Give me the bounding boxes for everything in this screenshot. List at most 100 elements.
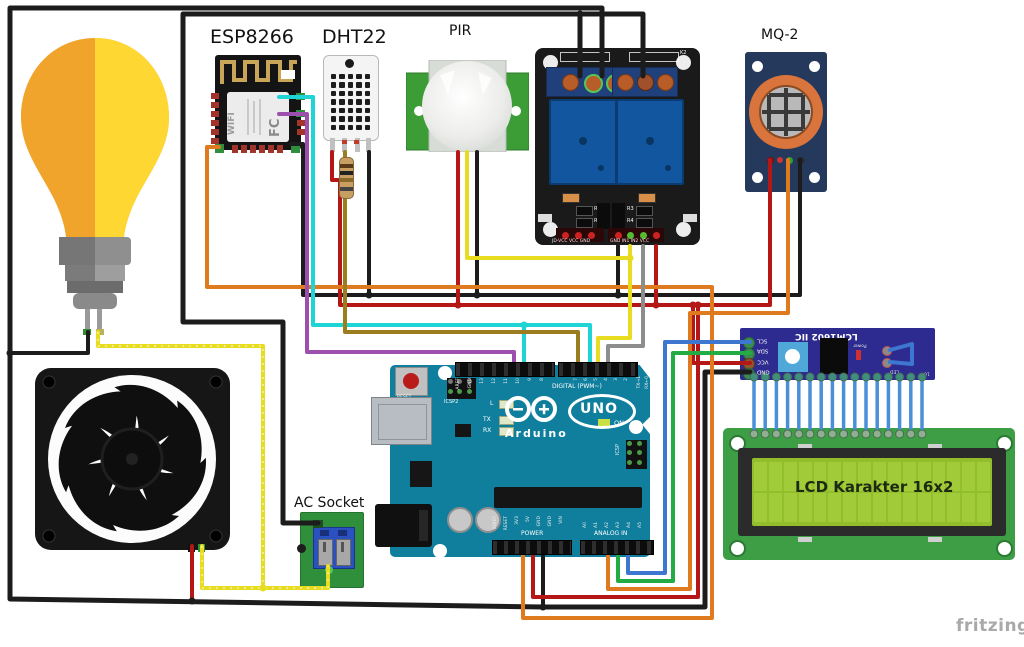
- lcm-pin-label: VCC: [757, 358, 769, 365]
- lcd-cell: [977, 493, 990, 522]
- relay-diode: [576, 206, 593, 216]
- lcd-cell: [962, 493, 976, 522]
- digital-pin-label: 4: [604, 378, 609, 381]
- wire-junction: [365, 291, 373, 299]
- digital-pin-label: 11: [504, 378, 509, 384]
- relay-module[interactable]: K2 R2 R1 R3 R4: [535, 48, 700, 245]
- lcd-cell: [902, 462, 916, 491]
- dht22-vent-hole: [364, 116, 370, 122]
- relay-left-header-label: JD-VCC VCC GND: [552, 239, 591, 244]
- analog-pin-label: A0: [583, 522, 588, 528]
- dht22-vent-hole: [364, 82, 370, 88]
- power-pin-label: IOREF: [493, 516, 498, 530]
- digital-pin-label: 7: [574, 378, 579, 381]
- analog-pin-label: A2: [605, 522, 610, 528]
- lcd-cell: [947, 462, 961, 491]
- usb-connector: [371, 397, 432, 445]
- mount-hole: [752, 61, 763, 72]
- power-header[interactable]: [492, 540, 572, 555]
- esp8266-module[interactable]: WIFI FC: [211, 55, 306, 155]
- digital-pin-label: 9: [528, 378, 533, 381]
- lcd-cell: [873, 493, 886, 522]
- lcd-cell: [828, 493, 842, 522]
- relay-bracket: [560, 52, 610, 62]
- light-bulb-graphic: [21, 38, 169, 335]
- lcd-tab: [798, 537, 812, 542]
- capacitor: [447, 507, 473, 533]
- wire-relay-in2[interactable]: [606, 244, 645, 368]
- wire-junction: [689, 301, 697, 309]
- wire-junction: [539, 603, 547, 611]
- relay-in2-pad: [683, 214, 697, 222]
- lcd-tab: [928, 444, 942, 449]
- light-bulb[interactable]: [15, 35, 175, 335]
- fan[interactable]: [35, 368, 230, 554]
- lcd-cell: [768, 462, 782, 491]
- lcd-cell: [947, 493, 961, 522]
- reset-button[interactable]: [395, 367, 428, 396]
- wire-junction: [454, 301, 462, 309]
- ac-terminal-block: [313, 527, 355, 569]
- dht22-vent-hole: [364, 124, 370, 130]
- relay-in1-pad: [538, 214, 552, 222]
- wire-junction: [576, 10, 584, 18]
- dht22-pin: [366, 138, 371, 152]
- dht22-vent-hole: [364, 99, 370, 105]
- lcd-tab: [928, 537, 942, 542]
- lcd-cell: [768, 493, 782, 522]
- dht22-vent-grid: [331, 74, 370, 130]
- dht22-vent-hole: [356, 107, 362, 114]
- digital-header-right[interactable]: [558, 362, 638, 377]
- dht22-vent-hole: [364, 74, 370, 80]
- ac-socket[interactable]: [297, 512, 364, 588]
- digital-header-left[interactable]: [455, 362, 555, 377]
- analog-header[interactable]: [580, 540, 654, 555]
- lcm-gnd-pin[interactable]: [743, 368, 755, 380]
- power-header-label: POWER: [521, 530, 544, 537]
- pir-sensor[interactable]: [406, 60, 529, 152]
- dht22-sensor[interactable]: [323, 55, 379, 152]
- icsp-header[interactable]: [626, 440, 647, 469]
- dht22-vent-hole: [331, 82, 337, 88]
- lcd-cell: [932, 462, 946, 491]
- wire-junction: [6, 349, 14, 357]
- digital-header-label: DIGITAL (PWM~): [552, 383, 602, 390]
- dht22-vent-hole: [339, 82, 345, 88]
- dht22-vent-hole: [339, 74, 345, 80]
- relay-k1: [549, 99, 617, 185]
- mount-hole: [809, 61, 820, 72]
- wire-relay-in1[interactable]: [596, 244, 632, 368]
- analog-pin-label: A4: [627, 522, 632, 528]
- relay-diode: [636, 206, 653, 216]
- wire-junction: [652, 301, 660, 309]
- lcd-cell: [858, 493, 871, 522]
- led-l-label: L: [490, 400, 494, 407]
- relay-diode: [576, 218, 593, 228]
- lcd-cell: [828, 462, 842, 491]
- dht22-vent-hole: [339, 90, 345, 97]
- lcd-cell: [932, 493, 946, 522]
- dht22-pin: [330, 138, 335, 152]
- lcm-led-jumper[interactable]: [888, 340, 928, 372]
- power-jack: [375, 504, 432, 547]
- wire-bulb-neutral[interactable]: [8, 330, 90, 355]
- mount-hole: [996, 540, 1013, 557]
- ac-pin-left: [313, 520, 323, 528]
- dht22-vent-hole: [356, 99, 362, 105]
- digital-pin-label: 10: [516, 378, 521, 384]
- mq2-pin: [777, 157, 783, 163]
- wire-junction: [614, 291, 622, 299]
- lcd-cell: [843, 493, 857, 522]
- analog-pin-label: A5: [638, 522, 643, 528]
- lcm-potentiometer[interactable]: [778, 342, 808, 372]
- arduino-logo-icon: [505, 396, 557, 422]
- lcd-tab: [798, 444, 812, 449]
- lcm-chip: [820, 338, 848, 374]
- digital-pin-label: 13: [480, 378, 485, 384]
- lcd-cell: [917, 462, 931, 491]
- mount-hole: [809, 172, 820, 183]
- resistor[interactable]: [339, 157, 354, 199]
- analog-pin-label: A3: [616, 522, 621, 528]
- lcd-cell: [887, 462, 901, 491]
- mq2-sensor[interactable]: [745, 52, 827, 192]
